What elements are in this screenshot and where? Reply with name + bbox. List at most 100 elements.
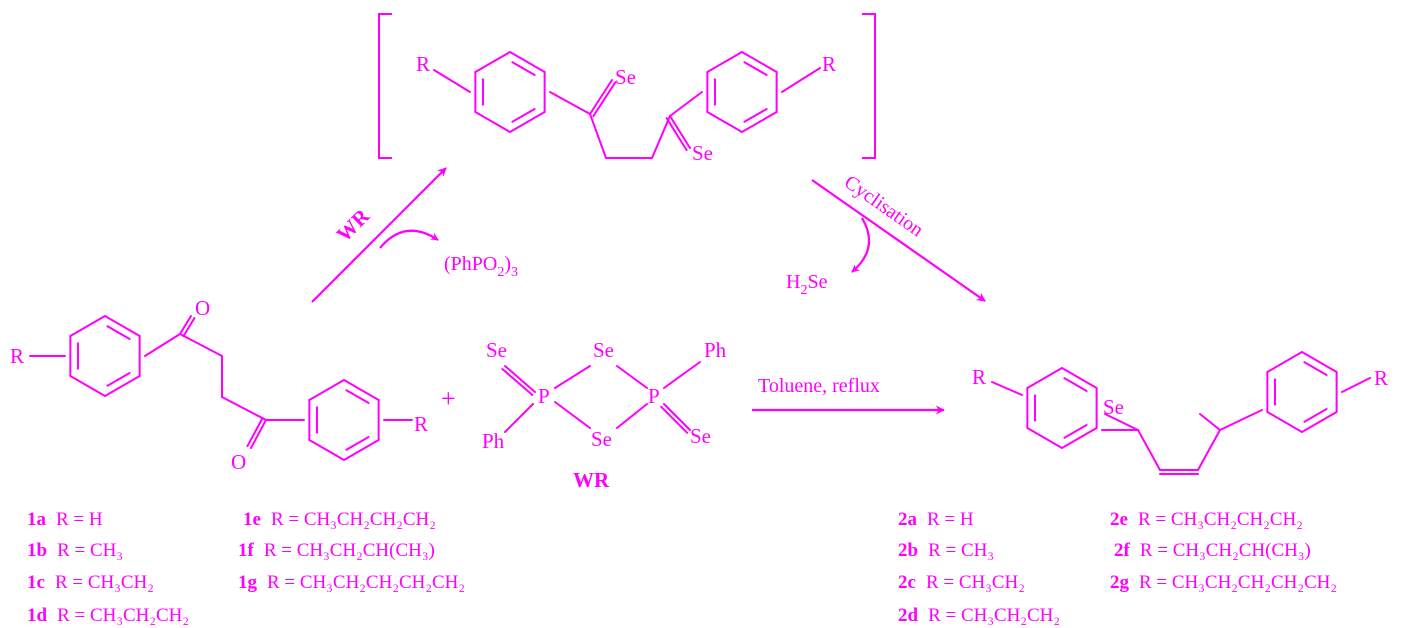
prod-r-bond-left — [991, 381, 1023, 396]
prod-thio-3 — [1197, 429, 1221, 471]
wr-se-exo-left: Se — [486, 338, 507, 362]
start-r-left: R — [10, 344, 24, 368]
prod-ring-left-bond — [1026, 367, 1063, 389]
start-ring-left-bond — [69, 375, 106, 397]
int-se-bottom: Se — [692, 141, 713, 165]
wr-se-exo-right: Se — [690, 424, 711, 448]
int-r-bond-right — [781, 67, 821, 93]
int-cse-bottom-second — [665, 117, 688, 152]
wr-se-ring-top: Se — [593, 338, 614, 362]
prod-r-left: R — [972, 365, 986, 389]
int-ring-right-bond — [706, 51, 743, 73]
int-ring-right-inner-bond — [743, 108, 768, 123]
prod-ring-right-bond — [1301, 411, 1338, 433]
start-r-right: R — [414, 412, 428, 436]
int-r-right: R — [822, 52, 836, 76]
start-chain-1 — [179, 333, 223, 357]
start-carbonyl-o-bottom: O — [231, 450, 246, 474]
start-co-top — [179, 315, 192, 335]
prod-ring-right-bond — [1266, 351, 1303, 373]
int-r-left: R — [416, 52, 430, 76]
int-ring-left-bond — [474, 51, 511, 73]
int-ring-left-bond — [509, 51, 546, 73]
int-r-bond-left — [433, 69, 471, 93]
int-c4 — [669, 91, 703, 117]
start-c1 — [144, 333, 181, 357]
int-ring-left-inner-bond — [511, 61, 536, 76]
prod-ring-right-bond — [1266, 411, 1303, 433]
wr-se-ring-bottom: Se — [591, 427, 612, 451]
reaction-conditions: Toluene, reflux — [758, 375, 880, 397]
wr-p1-se-top — [554, 365, 591, 389]
cyclisation-arrow — [811, 179, 986, 302]
prod-ring-left-bond — [1061, 427, 1098, 449]
wr-arrow-label: WR — [332, 203, 375, 246]
prod-thio-se-left — [1104, 413, 1139, 431]
int-cse-bottom — [669, 115, 691, 149]
wr-p-left: P — [538, 384, 550, 408]
wr-p1-se-bottom — [554, 401, 591, 429]
wr-p-se-exo-left-second — [501, 368, 534, 397]
h2se-byproduct: H2Se — [786, 271, 828, 298]
prod-ring-left-inner-bond — [1063, 424, 1088, 439]
prod-thio-1 — [1137, 429, 1161, 471]
start-ring-left-inner-bond — [106, 372, 131, 387]
start-ring-right-bond — [343, 439, 380, 461]
prod-ring-left-bond — [1026, 427, 1063, 449]
int-se-top: Se — [615, 65, 636, 89]
wr-p2-se-exo-right-second — [660, 405, 689, 434]
wr-p-se-exo-left — [504, 365, 536, 393]
start-ring-left-bond — [69, 315, 106, 337]
int-ring-right-bond — [706, 111, 743, 133]
plus-sign: + — [441, 384, 456, 413]
int-cse-top — [589, 79, 613, 115]
prod-se-ring: Se — [1103, 395, 1124, 419]
wr-arrow — [311, 167, 447, 303]
wr-p-right: P — [648, 384, 660, 408]
prod-ring-left-bond — [1061, 367, 1098, 389]
start-co-top-second — [182, 317, 196, 338]
wr-label: WR — [573, 468, 610, 492]
start-ring-left-bond — [104, 315, 141, 337]
int-ring-left-bond — [474, 111, 511, 133]
wr-se-bottom-p2 — [616, 403, 648, 429]
byproduct-curved-arrow — [379, 229, 439, 249]
bond-lines — [29, 51, 1371, 475]
atom-labels: R O O R + Se Se Ph P P Ph Se Se WR WR (P… — [10, 52, 1388, 492]
start-ring-right-bond — [308, 439, 345, 461]
int-chain-1 — [589, 113, 607, 159]
intermediate-bracket — [378, 13, 876, 159]
start-co-bottom-second — [246, 417, 264, 448]
wr-p1-ph — [504, 403, 534, 433]
start-ring-right-inner-bond — [345, 389, 370, 404]
start-co-bottom — [250, 419, 267, 449]
wr-ph-top: Ph — [704, 338, 727, 362]
start-ring-right-bond — [308, 379, 345, 401]
prod-ring-right-inner-bond — [1303, 361, 1328, 376]
int-ring-right-bond — [741, 51, 778, 73]
int-ring-right-inner-bond — [743, 61, 768, 76]
start-ring-right-inner-bond — [345, 436, 370, 451]
int-ring-right-bond — [741, 111, 778, 133]
prod-ring-left-inner-bond — [1063, 377, 1088, 392]
start-chain-3 — [221, 396, 267, 421]
prod-r-right: R — [1374, 366, 1388, 390]
start-carbonyl-o-top: O — [195, 296, 210, 320]
prod-ring-right-inner-bond — [1303, 408, 1328, 423]
wr-p2-se-exo-right — [663, 403, 691, 431]
int-c1 — [549, 91, 591, 115]
prod-ring-right-bond — [1301, 351, 1338, 373]
